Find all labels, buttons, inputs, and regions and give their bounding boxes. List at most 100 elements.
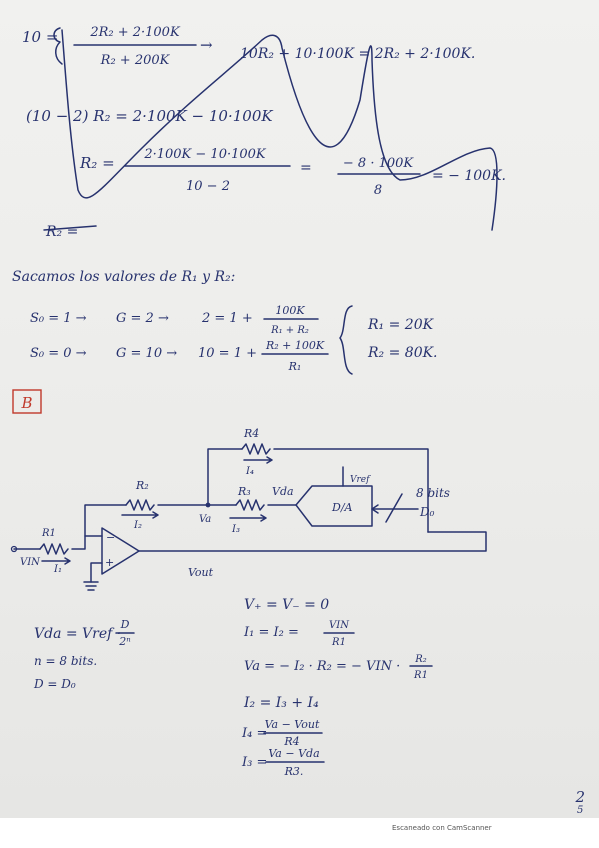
vda-formula: Vda = Vref ·: [34, 626, 121, 642]
equation-3: R₂ = 2·100K − 10·100K 10 − 2 = − 8 · 100…: [79, 147, 506, 198]
bus-slash: [385, 493, 403, 523]
wire-r4-left: [207, 448, 243, 506]
label-d0: D₀: [419, 505, 435, 519]
resistor-r2: [125, 499, 155, 511]
resistor-r1: [39, 543, 69, 555]
equation-i1-numerator: VIN: [329, 620, 350, 631]
equation-2: (10 − 2) R₂ = 2·100K − 10·100K: [26, 107, 273, 125]
resistor-r4: [241, 443, 271, 455]
arrow-i3: [229, 514, 267, 522]
case1-numerator: 100K: [275, 304, 305, 317]
equation-current-sum: I₂ = I₃ + I₄: [243, 695, 319, 711]
label-r1: R1: [41, 528, 56, 539]
arrow-i1: [41, 557, 71, 565]
equation-i3-numerator: Va − Vda: [268, 747, 319, 760]
case2-gain: G = 10 →: [116, 346, 177, 361]
eq3-equals: =: [300, 160, 312, 176]
label-i4: I₄: [245, 466, 254, 477]
notebook-sheet: [0, 0, 599, 818]
dac-notes: Vda = Vref · D 2ⁿ n = 8 bits. D = D₀: [33, 618, 135, 691]
eq3-numerator: 2·100K − 10·100K: [143, 147, 267, 162]
eq3-denominator: 10 − 2: [186, 179, 230, 194]
vda-denominator: 2ⁿ: [118, 635, 130, 648]
equation-vplus: V₊ = V₋ = 0: [244, 597, 329, 613]
label-bits: 8 bits: [416, 486, 450, 500]
label-r2: R₂: [135, 479, 149, 492]
struck-out-r2: R₂ =: [43, 224, 97, 240]
handwritten-notes: 10 = 2R₂ + 2·100K R₂ + 200K → 10R₂ + 10·…: [10, 25, 506, 778]
struck-text: R₂ =: [45, 224, 78, 240]
result-brace: [339, 305, 353, 375]
eq3-lhs: R₂ =: [79, 154, 115, 172]
equation-i4-lhs: I₄ =: [241, 726, 267, 741]
cross-out-scribble: [61, 29, 498, 231]
eq1-arrow: →: [200, 36, 213, 54]
label-i2: I₂: [133, 520, 142, 531]
arrow-i4: [243, 456, 273, 464]
equation-i1-denominator: R1: [331, 637, 346, 648]
resistor-r3: [235, 499, 265, 511]
label-va: Va: [199, 514, 211, 525]
result-r2: R₂ = 80K.: [367, 345, 438, 361]
section-b-label: B: [12, 389, 42, 414]
equation-va-numerator: R₂: [414, 654, 427, 665]
eq1-lhs: 10 =: [22, 28, 58, 46]
section-b-box: [12, 389, 42, 414]
equation-1: 10 = 2R₂ + 2·100K R₂ + 200K → 10R₂ + 10·…: [22, 25, 475, 68]
values-section: Sacamos los valores de R₁ y R₂: S₀ = 1 →…: [12, 269, 438, 375]
label-vda: Vda: [272, 485, 294, 498]
case1-gain: G = 2 →: [116, 311, 169, 326]
vda-numerator: D: [120, 618, 130, 631]
eq3-numerator-2: − 8 · 100K: [343, 156, 415, 171]
equation-i4-denominator: R4: [283, 735, 299, 748]
label-vref: Vref: [350, 475, 371, 485]
wire-r4-right: [273, 448, 429, 533]
case1-denominator: R₁ + R₂: [270, 325, 309, 336]
case2-numerator: R₂ + 100K: [265, 339, 325, 352]
circuit-equations: V₊ = V₋ = 0 I₁ = I₂ = VIN R1 Va = − I₂ ·…: [241, 597, 433, 778]
case2-denominator: R₁: [288, 360, 302, 373]
label-vin: VIN: [20, 557, 41, 568]
result-r1: R₁ = 20K: [367, 317, 435, 333]
case1-equation: 2 = 1 +: [201, 311, 253, 326]
eq3-result: = − 100K.: [432, 168, 506, 184]
label-da: D/A: [331, 501, 353, 514]
case2-equation: 10 = 1 +: [198, 346, 257, 361]
page-number-sub: 5: [577, 805, 584, 816]
section-b-letter: B: [20, 394, 32, 412]
arrow-i2: [121, 511, 159, 519]
wire-r1-opamp: [71, 535, 103, 550]
eq3-denominator-2: 8: [374, 183, 382, 198]
equation-i3-lhs: I₃ =: [241, 755, 267, 770]
note-n-bits: n = 8 bits.: [34, 654, 97, 668]
eq1-rhs: 10R₂ + 10·100K = 2R₂ + 2·100K.: [240, 46, 475, 62]
circuit-diagram: R4 I₄ R₂ I₂ Va R₃ Vda I₃ D/A V: [10, 427, 487, 591]
input-terminal: [10, 545, 18, 553]
op-amp-symbol: [101, 527, 140, 575]
brace-stroke: [53, 27, 63, 65]
equation-va-lhs: Va = − I₂ · R₂ = − VIN ·: [244, 659, 400, 674]
equation-va-denominator: R1: [413, 670, 428, 681]
case1-condition: S₀ = 1 →: [30, 311, 87, 326]
equation-i1-lhs: I₁ = I₂ =: [243, 625, 299, 640]
label-i1: I₁: [53, 564, 62, 575]
label-plus: +: [105, 556, 114, 569]
wire-output-loop: [138, 531, 487, 552]
label-r3: R₃: [237, 485, 251, 498]
strike-line: [43, 225, 97, 231]
ground-symbol: [83, 581, 99, 591]
wire-r2-left: [84, 504, 127, 537]
wire-ground: [90, 562, 103, 583]
page-number-main: 2: [575, 788, 585, 806]
da-converter-block: [295, 485, 373, 527]
label-i3: I₃: [231, 524, 240, 535]
scanner-watermark: Escaneado con CamScanner: [392, 824, 492, 832]
label-vout: Vout: [188, 566, 214, 579]
values-heading: Sacamos los valores de R₁ y R₂:: [12, 269, 235, 285]
label-r4: R4: [243, 427, 259, 440]
equation-i3-denominator: R3.: [284, 765, 304, 778]
bus-arrow: [371, 504, 379, 514]
eq1-numerator: 2R₂ + 2·100K: [89, 25, 181, 40]
eq1-denominator: R₂ + 200K: [100, 53, 171, 68]
